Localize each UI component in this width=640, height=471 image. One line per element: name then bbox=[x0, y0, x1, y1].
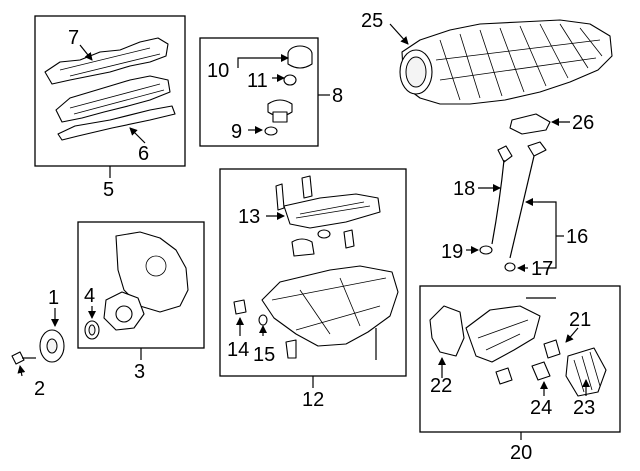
callout-15: 15 bbox=[253, 344, 275, 366]
callout-10: 10 bbox=[207, 60, 229, 82]
callout-22: 22 bbox=[430, 375, 452, 397]
oil-pan bbox=[261, 265, 399, 347]
sensor-21 bbox=[543, 339, 561, 359]
callout-3: 3 bbox=[134, 361, 145, 383]
manifold-gasket bbox=[509, 113, 551, 135]
seal-19 bbox=[479, 245, 493, 255]
callout-4: 4 bbox=[84, 285, 95, 307]
group-5-covers bbox=[34, 15, 186, 178]
callout-9: 9 bbox=[231, 121, 242, 143]
callout-7: 7 bbox=[68, 27, 79, 49]
callout-6: 6 bbox=[138, 143, 149, 165]
sensor-24 bbox=[531, 361, 551, 381]
seal-11 bbox=[283, 74, 297, 86]
group-20-frame bbox=[419, 285, 621, 433]
intake-manifold bbox=[389, 19, 613, 135]
oil-pickup bbox=[291, 238, 315, 257]
balancer-bolt bbox=[11, 351, 25, 365]
gasket-6 bbox=[57, 105, 176, 141]
group-8-caps bbox=[199, 37, 330, 147]
oil-pump-screen-13 bbox=[283, 193, 381, 229]
callout-1: 1 bbox=[48, 287, 59, 309]
filter-housing bbox=[465, 305, 541, 363]
callout-16: 16 bbox=[566, 226, 588, 248]
group-3-timing-cover bbox=[77, 221, 205, 360]
gasket-22 bbox=[429, 305, 465, 357]
drain-plug-14 bbox=[233, 299, 247, 315]
callout-23: 23 bbox=[573, 397, 595, 419]
callout-12: 12 bbox=[302, 389, 324, 411]
manifold-body bbox=[401, 19, 613, 105]
dipstick-assembly bbox=[466, 141, 564, 272]
insulator-cover bbox=[55, 75, 171, 123]
callout-26: 26 bbox=[572, 112, 594, 134]
callout-8: 8 bbox=[332, 85, 343, 107]
callout-25: 25 bbox=[361, 10, 383, 32]
callout-24: 24 bbox=[530, 397, 552, 419]
group-20-filter bbox=[419, 285, 621, 440]
timing-cover bbox=[115, 231, 189, 313]
callout-20: 20 bbox=[510, 442, 532, 464]
callout-2: 2 bbox=[34, 378, 45, 400]
callout-19: 19 bbox=[441, 241, 463, 263]
callout-13: 13 bbox=[238, 206, 260, 228]
callout-21: 21 bbox=[569, 309, 591, 331]
dipstick-handle bbox=[527, 141, 547, 157]
seal-9 bbox=[264, 126, 278, 136]
oil-filter-23 bbox=[565, 347, 607, 397]
callout-17: 17 bbox=[531, 258, 553, 280]
balancer-and-bolt bbox=[11, 308, 65, 377]
group-12-oil-pan bbox=[219, 168, 407, 388]
callout-14: 14 bbox=[227, 339, 249, 361]
callout-11: 11 bbox=[247, 70, 268, 92]
drain-seal-15 bbox=[258, 314, 268, 326]
dipstick-tube-top bbox=[497, 145, 513, 163]
group-8-frame bbox=[199, 37, 319, 147]
callout-18: 18 bbox=[453, 178, 475, 200]
seal-17 bbox=[504, 262, 516, 272]
callout-5: 5 bbox=[103, 179, 114, 201]
